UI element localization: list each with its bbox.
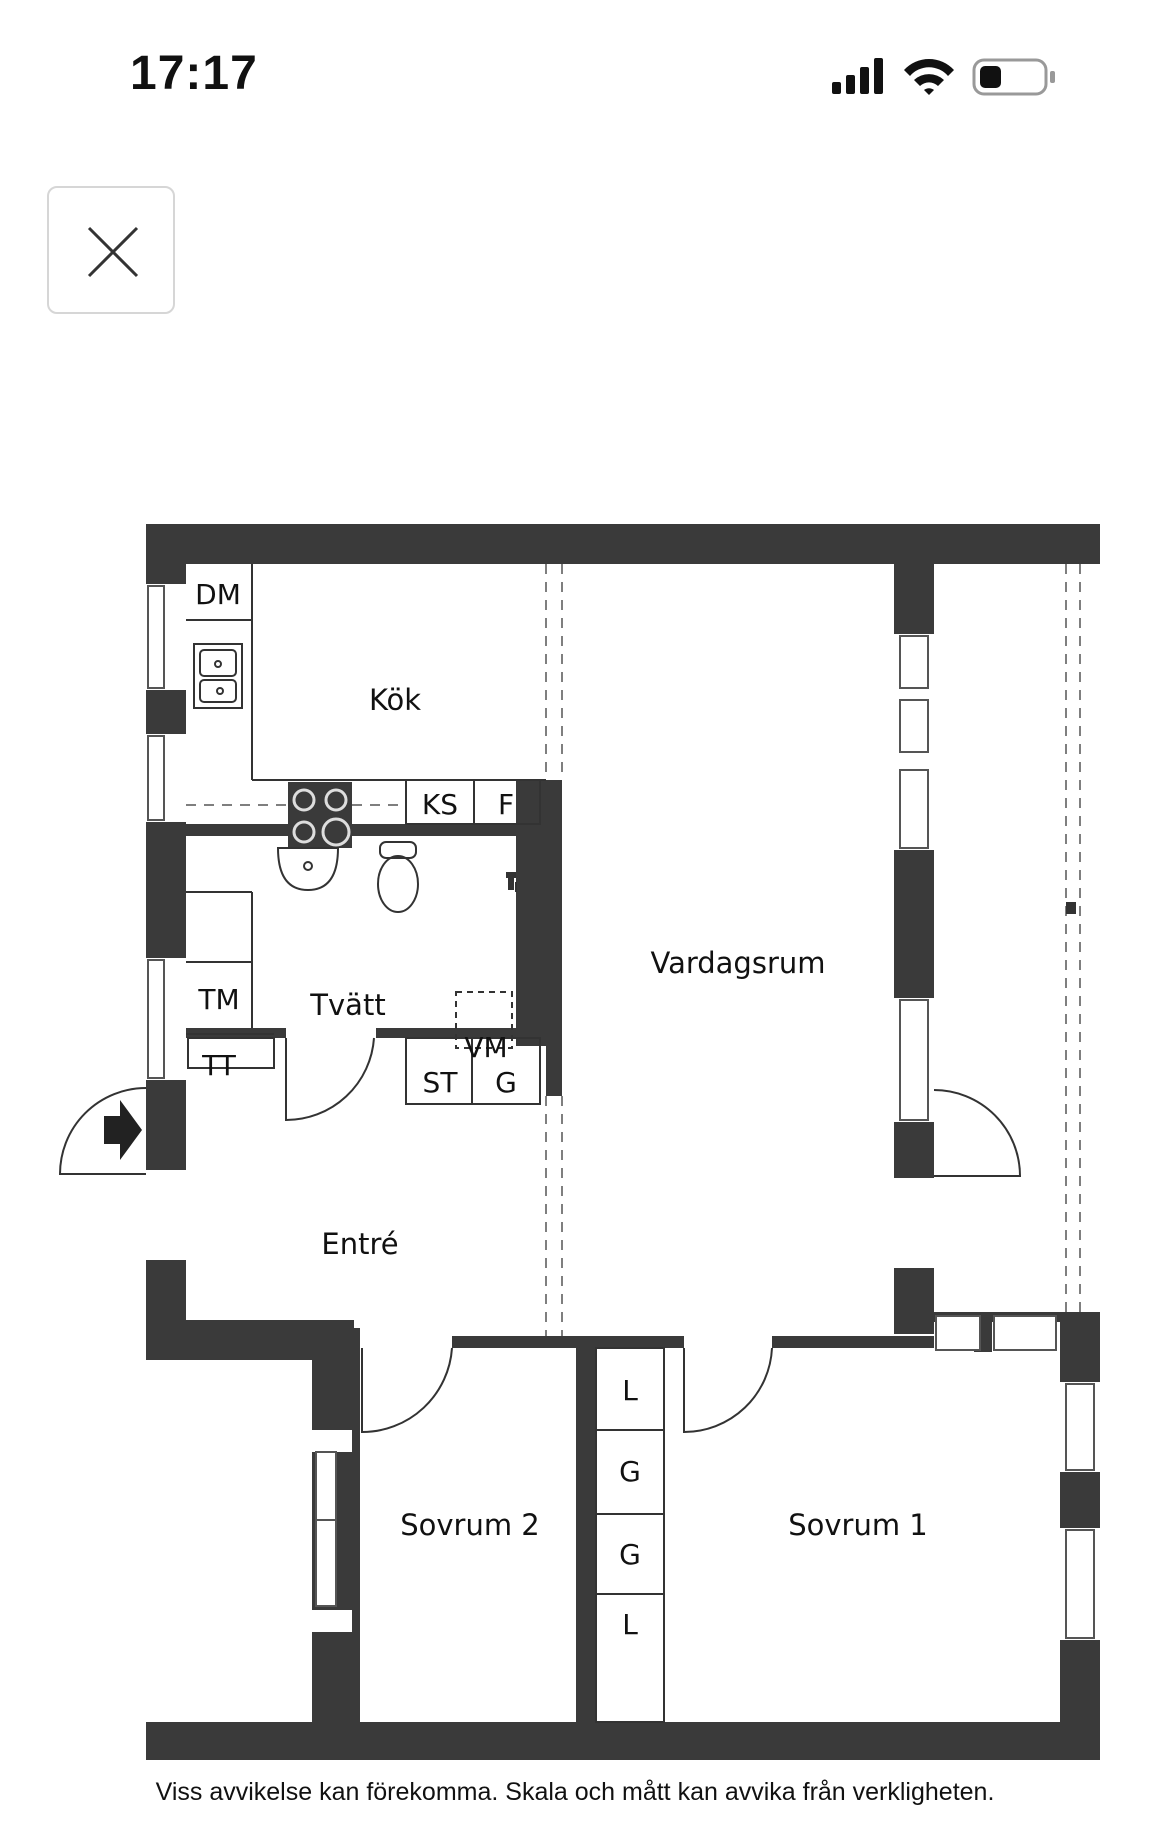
windows	[147, 585, 1095, 1639]
room-label-living-room: Vardagsrum	[650, 946, 825, 980]
fixture-label-f: F	[498, 788, 514, 821]
fixture-label-ks: KS	[422, 788, 458, 821]
fixture-label-dm: DM	[195, 578, 241, 611]
sink-icon	[193, 643, 243, 709]
doors	[58, 1037, 1022, 1434]
fixture-label-g-1: G	[619, 1455, 641, 1488]
dashed-lines	[186, 564, 1081, 1336]
fixture-label-tt: TT	[201, 1049, 237, 1082]
fixture-label-g-entry: G	[495, 1066, 517, 1099]
toilet-icon	[377, 841, 419, 913]
room-label-bedroom-2: Sovrum 2	[400, 1508, 540, 1542]
battery-icon	[972, 58, 1055, 96]
close-icon	[87, 226, 139, 278]
walls	[146, 524, 1100, 1760]
tap-icon	[506, 872, 516, 890]
fixture-label-g-2: G	[619, 1538, 641, 1571]
status-icons	[832, 56, 1072, 100]
disclaimer-text: Viss avvikelse kan förekomma. Skala och …	[155, 1778, 995, 1806]
stove-icon	[288, 782, 352, 848]
cellular-signal-icon	[832, 58, 883, 94]
floor-plan: Kök Vardagsrum Tvätt Entré Sovrum 2 Sovr…	[0, 470, 1150, 1760]
entrance-arrow-icon	[104, 1100, 142, 1160]
fixture-label-tm: TM	[197, 983, 239, 1016]
fixture-label-l-1: L	[622, 1374, 638, 1407]
room-label-bedroom-1: Sovrum 1	[788, 1508, 928, 1542]
interior-lines	[186, 564, 665, 1723]
close-button[interactable]	[47, 186, 175, 314]
washbasin-icon	[276, 847, 340, 892]
status-bar: 17:17	[0, 0, 1150, 150]
status-time: 17:17	[130, 47, 258, 100]
room-label-entrance: Entré	[321, 1227, 398, 1261]
fixture-label-st: ST	[423, 1066, 459, 1099]
room-label-laundry: Tvätt	[309, 988, 385, 1022]
fixture-label-vm: VM	[464, 1031, 507, 1064]
wifi-icon	[904, 59, 954, 95]
room-label-kitchen: Kök	[369, 683, 421, 717]
marker-icon	[1066, 902, 1076, 914]
fixture-label-l-2: L	[622, 1608, 638, 1641]
